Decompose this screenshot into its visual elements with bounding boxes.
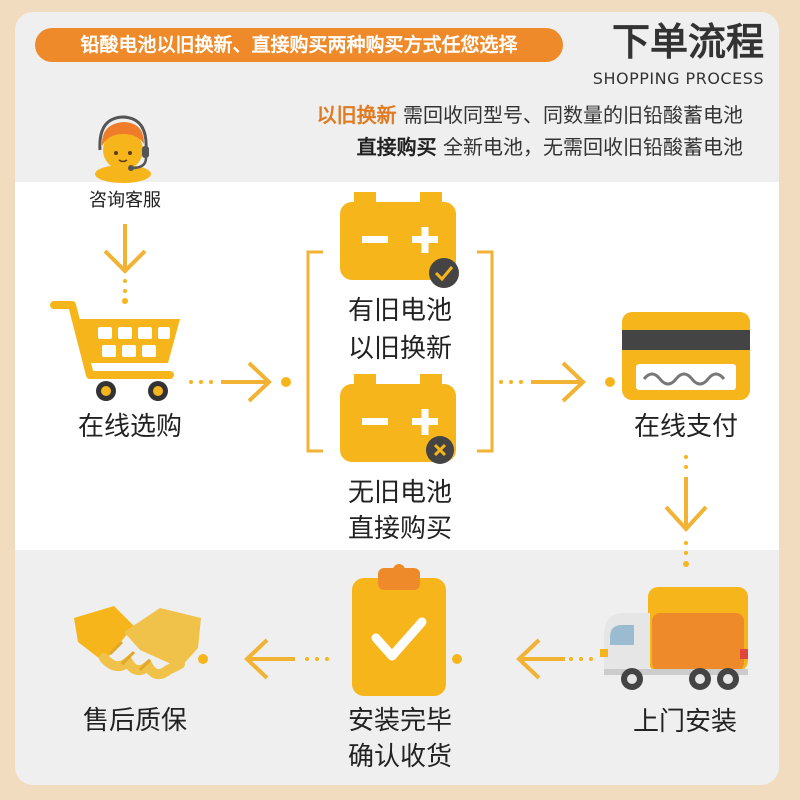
purchase-options-banner: 铅酸电池以旧换新、直接购买两种购买方式任您选择	[35, 28, 563, 62]
page-title: 下单流程	[611, 20, 764, 64]
direct-buy-note: 直接购买 全新电池，无需回收旧铅酸蓄电池	[357, 133, 743, 161]
down-arrow-icon	[664, 455, 708, 567]
handshake-icon	[74, 606, 201, 680]
credit-card-icon	[622, 312, 750, 400]
trade-in-text: 需回收同型号、同数量的旧铅酸蓄电池	[396, 103, 743, 127]
right-arrow-icon	[189, 361, 291, 403]
down-arrow-icon	[103, 224, 147, 304]
left-arrow-icon	[198, 638, 329, 680]
battery-check-icon	[340, 192, 459, 288]
shop-online-label: 在线选购	[77, 412, 182, 442]
confirm-receipt-label: 确认收货	[347, 742, 452, 772]
right-arrow-icon	[499, 361, 615, 403]
left-arrow-icon	[452, 638, 593, 680]
headset-agent-icon	[95, 115, 151, 183]
clipboard-check-icon	[352, 564, 446, 696]
process-card: 铅酸电池以旧换新、直接购买两种购买方式任您选择 下单流程 SHOPPING PR…	[15, 12, 779, 785]
shopping-cart-icon	[50, 301, 180, 401]
page-subtitle: SHOPPING PROCESS	[592, 69, 764, 88]
trade-in-note: 以旧换新 需回收同型号、同数量的旧铅酸蓄电池	[317, 101, 743, 129]
trade-in-key: 以旧换新	[316, 103, 397, 127]
direct-buy-key: 直接购买	[356, 135, 437, 159]
has-old-battery-label: 有旧电池	[347, 296, 452, 326]
consult-label: 咨询客服	[89, 190, 161, 211]
trade-in-label: 以旧换新	[347, 334, 452, 364]
home-installation-label: 上门安装	[632, 707, 737, 737]
direct-buy-label: 直接购买	[347, 514, 452, 544]
options-bracket	[306, 250, 494, 453]
after-sales-warranty-label: 售后质保	[82, 706, 187, 736]
no-old-battery-label: 无旧电池	[347, 478, 452, 508]
install-complete-label: 安装完毕	[347, 706, 452, 736]
battery-x-icon	[340, 374, 456, 464]
delivery-truck-icon	[600, 587, 748, 690]
direct-buy-text: 全新电池，无需回收旧铅酸蓄电池	[436, 135, 743, 159]
pay-online-label: 在线支付	[633, 412, 738, 442]
